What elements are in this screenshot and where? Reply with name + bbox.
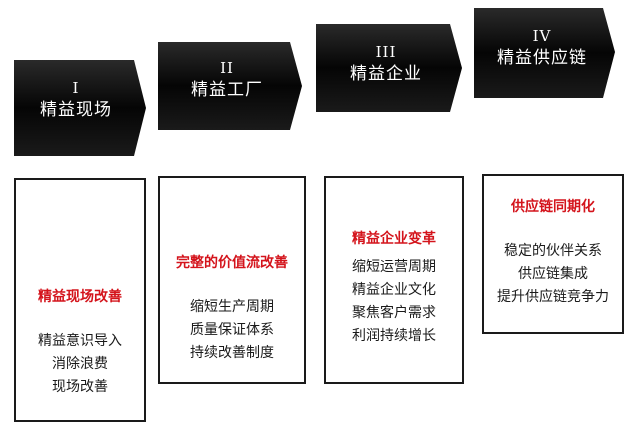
stage-box-4: 供应链同期化 稳定的伙伴关系 供应链集成 提升供应链竞争力 — [482, 174, 624, 334]
stage-numeral: II — [220, 59, 234, 77]
stage-item: 现场改善 — [52, 379, 108, 395]
stage-item: 精益意识导入 — [38, 333, 122, 349]
stage-items: 缩短生产周期 质量保证体系 持续改善制度 — [160, 296, 304, 365]
stage-header-2: II 精益工厂 — [160, 58, 294, 102]
stage-header-4: IV 精益供应链 — [476, 26, 608, 70]
stage-items: 精益意识导入 消除浪费 现场改善 — [16, 330, 144, 399]
stage-item: 消除浪费 — [52, 356, 108, 372]
stage-title: 精益企业变革 — [352, 231, 436, 247]
stage-title: 供应链同期化 — [511, 199, 595, 215]
stage-items: 缩短运营周期 精益企业文化 聚焦客户需求 利润持续增长 — [326, 256, 462, 348]
stage-item: 稳定的伙伴关系 — [504, 243, 602, 259]
stage-title: 完整的价值流改善 — [176, 255, 288, 271]
stage-box-3: 精益企业变革 缩短运营周期 精益企业文化 聚焦客户需求 利润持续增长 — [324, 176, 464, 384]
stage-name: 精益工厂 — [191, 80, 263, 100]
stage-name: 精益供应链 — [497, 48, 587, 68]
stage-arrow-4 — [474, 8, 615, 98]
stage-item: 质量保证体系 — [190, 322, 274, 338]
stage-arrow-3 — [316, 24, 462, 112]
stage-item: 缩短运营周期 — [352, 259, 436, 275]
stage-items: 稳定的伙伴关系 供应链集成 提升供应链竞争力 — [484, 240, 622, 309]
stage-name: 精益现场 — [40, 100, 112, 120]
stage-header-1: I 精益现场 — [14, 78, 138, 122]
stage-name: 精益企业 — [350, 64, 422, 84]
stage-item: 精益企业文化 — [352, 282, 436, 298]
stage-item: 缩短生产周期 — [190, 299, 274, 315]
stage-box-2: 完整的价值流改善 缩短生产周期 质量保证体系 持续改善制度 — [158, 176, 306, 384]
stage-item: 持续改善制度 — [190, 345, 274, 361]
stage-header-3: III 精益企业 — [318, 42, 454, 86]
stage-arrow-1 — [14, 60, 146, 156]
stage-box-1: 精益现场改善 精益意识导入 消除浪费 现场改善 — [14, 178, 146, 422]
stage-title: 精益现场改善 — [38, 289, 122, 305]
stage-item: 供应链集成 — [518, 266, 588, 282]
stage-item: 利润持续增长 — [352, 328, 436, 344]
stage-item: 提升供应链竞争力 — [497, 289, 609, 305]
stage-arrow-2 — [158, 42, 302, 130]
stage-numeral: III — [375, 43, 397, 61]
stage-numeral: IV — [532, 27, 552, 45]
stage-numeral: I — [72, 79, 80, 97]
stage-item: 聚焦客户需求 — [352, 305, 436, 321]
